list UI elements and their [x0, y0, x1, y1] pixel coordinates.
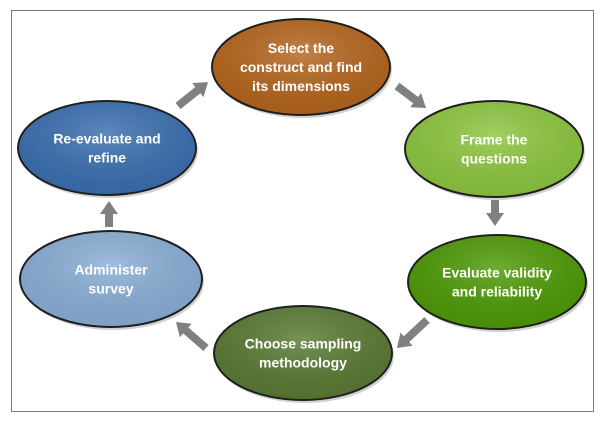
arrow-re-evaluate-to-select-construct	[175, 82, 208, 110]
node-choose-sampling: Choose sampling methodology	[213, 305, 394, 403]
node-label-line: Choose sampling	[245, 336, 362, 352]
node-label-line: refine	[88, 150, 126, 166]
node-gloss	[406, 102, 582, 196]
node-label-line: Re-evaluate and	[53, 131, 160, 147]
node-label-line: Select the	[268, 40, 334, 56]
node-label-line: and reliability	[452, 284, 542, 300]
node-label-line: questions	[461, 151, 527, 167]
arrow-evaluate-validity-to-choose-sampling	[397, 317, 430, 348]
node-select-construct: Select the construct and find its dimensio…	[211, 18, 392, 118]
node-label-line: Frame the	[461, 132, 528, 148]
node-label-line: methodology	[259, 355, 347, 371]
node-label-line: its dimensions	[252, 78, 350, 94]
node-gloss	[21, 232, 201, 326]
node-label-line: Administer	[74, 262, 148, 278]
node-administer-survey: Administer survey	[19, 230, 204, 330]
arrow-administer-survey-to-re-evaluate	[100, 201, 118, 227]
arrow-frame-questions-to-evaluate-validity	[486, 200, 504, 226]
node-re-evaluate: Re-evaluate and refine	[17, 100, 198, 198]
node-gloss	[409, 236, 585, 328]
node-label-line: survey	[88, 281, 133, 297]
node-frame-questions: Frame the questions	[404, 100, 585, 200]
arrow-choose-sampling-to-administer-survey	[176, 322, 209, 351]
node-gloss	[213, 20, 389, 114]
node-gloss	[19, 102, 195, 194]
node-label-line: construct and find	[240, 59, 362, 75]
node-gloss	[215, 307, 391, 399]
node-label-line: Evaluate validity	[442, 265, 552, 281]
arrow-select-construct-to-frame-questions	[394, 82, 426, 108]
node-evaluate-validity: Evaluate validity and reliability	[407, 234, 588, 332]
